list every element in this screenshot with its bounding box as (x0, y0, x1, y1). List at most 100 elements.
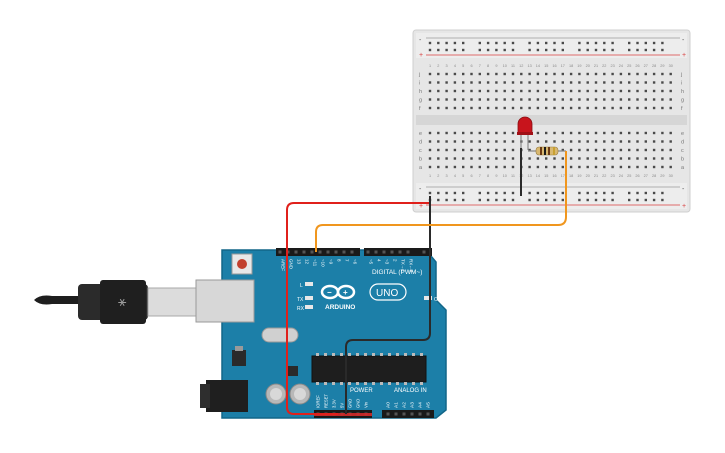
terminal-hole (561, 106, 564, 110)
terminal-hole (536, 98, 540, 101)
rail-hole (511, 48, 515, 52)
center-channel (416, 115, 687, 125)
terminal-hole (603, 157, 606, 160)
terminal-hole (486, 165, 490, 169)
terminal-hole (569, 131, 573, 135)
column-number: 11 (511, 64, 515, 68)
terminal-hole (545, 106, 548, 110)
row-letter: i (681, 81, 682, 87)
terminal-hole (594, 165, 598, 169)
column-number: 5 (462, 174, 464, 178)
terminal-hole (462, 131, 465, 135)
rail-hole (578, 191, 581, 195)
column-number: 6 (470, 64, 472, 68)
terminal-hole (603, 98, 606, 101)
terminal-hole (470, 89, 473, 93)
terminal-hole (652, 81, 656, 84)
terminal-hole (511, 89, 515, 93)
wire-gnd-black[interactable] (345, 196, 431, 414)
terminal-hole (611, 89, 614, 93)
rail-hole (437, 191, 440, 195)
terminal-hole (619, 89, 623, 93)
header-pin-label: 12 (305, 259, 310, 265)
analog-pin-label: A5 (426, 402, 432, 408)
terminal-hole (445, 165, 448, 169)
wire-pin13-orange[interactable] (315, 151, 567, 252)
terminal-hole (545, 72, 548, 76)
terminal-hole (536, 157, 540, 160)
logo-minus: − (327, 288, 332, 297)
terminal-hole (428, 140, 432, 143)
rail-hole (603, 41, 606, 45)
terminal-hole (628, 131, 631, 135)
terminal-hole (619, 140, 623, 143)
terminal-hole (545, 140, 548, 143)
terminal-hole (453, 106, 457, 110)
reset-button[interactable] (231, 253, 253, 275)
model-label: UNO (376, 288, 398, 299)
rail-hole (536, 191, 540, 195)
rail-hole (603, 191, 606, 195)
terminal-hole (545, 157, 548, 160)
analog-pin-hole (410, 412, 414, 416)
wire-5v-red[interactable] (286, 202, 430, 415)
header-pin-label: ~10 (321, 259, 326, 267)
terminal-hole (586, 148, 589, 152)
usb-icon: ⚹ (118, 293, 127, 309)
terminal-hole (553, 140, 556, 143)
wires[interactable] (286, 148, 567, 415)
rail-hole (462, 198, 465, 202)
terminal-hole (428, 89, 432, 93)
resistor[interactable] (528, 146, 566, 156)
header-hole (278, 250, 282, 254)
rail-hole (611, 191, 614, 195)
terminal-hole (636, 81, 639, 84)
terminal-hole (594, 106, 598, 110)
terminal-hole (511, 98, 515, 101)
terminal-hole (661, 165, 664, 169)
terminal-hole (495, 140, 498, 143)
terminal-hole (561, 89, 564, 93)
terminal-hole (586, 131, 589, 135)
digital-label: DIGITAL (PWM~) (372, 269, 422, 276)
arduino-logo: − + ARDUINO UNO (320, 283, 407, 311)
led-on-label: ON (434, 297, 442, 303)
analog-header (382, 410, 434, 418)
column-number: 17 (561, 64, 565, 68)
terminal-hole (511, 165, 515, 169)
chip-pin (372, 353, 375, 356)
terminal-hole (462, 165, 465, 169)
terminal-hole (478, 89, 481, 93)
header-hole (398, 250, 402, 254)
led-rim (517, 132, 533, 135)
terminal-hole (578, 89, 581, 93)
usb-cable[interactable]: ⚹ (34, 280, 197, 324)
chip-pin (420, 353, 423, 356)
terminal-hole (478, 81, 481, 84)
terminal-hole (561, 157, 564, 160)
column-number: 8 (487, 64, 489, 68)
terminal-hole (453, 165, 457, 169)
rail-hole (428, 191, 432, 195)
terminal-hole (578, 131, 581, 135)
terminal-hole (511, 106, 515, 110)
terminal-hole (628, 165, 631, 169)
resistor-band-2 (544, 147, 546, 155)
chip-pin (356, 353, 359, 356)
header-pin-label: RX←0 (409, 259, 414, 273)
red-led[interactable] (517, 116, 533, 150)
terminal-hole (437, 140, 440, 143)
rail-hole (503, 198, 506, 202)
terminal-hole (486, 106, 490, 110)
terminal-hole (669, 98, 672, 101)
terminal-hole (669, 81, 672, 84)
column-number: 22 (602, 64, 606, 68)
terminal-hole (619, 81, 623, 84)
terminal-hole (586, 106, 589, 110)
terminal-hole (503, 140, 506, 143)
rail-hole (503, 191, 506, 195)
row-letter: j (680, 72, 682, 78)
